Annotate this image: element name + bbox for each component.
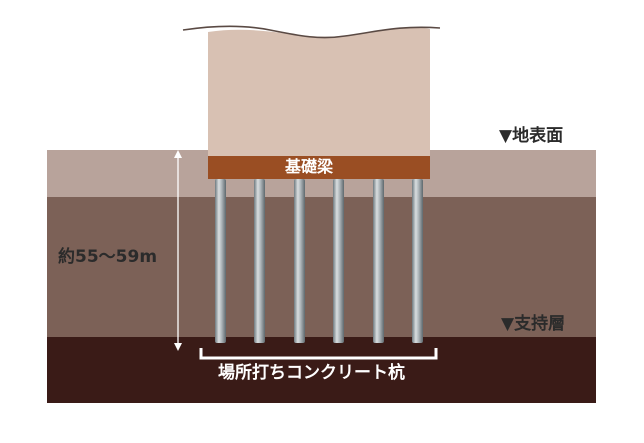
bearing-soil-layer xyxy=(47,337,596,403)
middle-soil-layer xyxy=(47,197,596,337)
foundation-beam xyxy=(208,156,430,179)
building-block xyxy=(208,27,430,158)
pile xyxy=(333,179,344,343)
depth-label: 約55〜59m xyxy=(58,247,158,267)
pile xyxy=(373,179,384,343)
ground-surface-label: ▼地表面 xyxy=(499,126,564,146)
pile xyxy=(412,179,423,343)
foundation-beam-label: 基礎梁 xyxy=(285,157,334,176)
pile-type-label: 場所打ちコンクリート杭 xyxy=(218,363,405,383)
depth-arrow xyxy=(174,150,182,351)
building-break-line xyxy=(182,25,441,39)
bearing-layer-label: ▼支持層 xyxy=(501,314,566,334)
pile-group-bracket xyxy=(199,348,438,360)
pile xyxy=(215,179,226,343)
pile xyxy=(294,179,305,343)
pile xyxy=(254,179,265,343)
